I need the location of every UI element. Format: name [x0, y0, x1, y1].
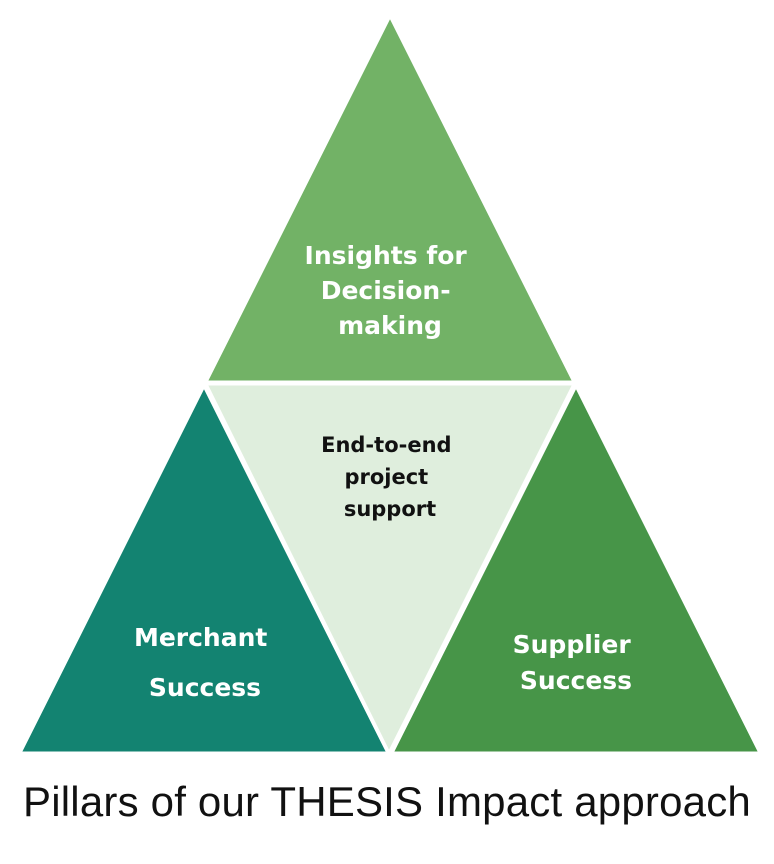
right-pillar-label-line: Supplier	[513, 630, 632, 659]
top-pillar-label: Insights for Decision- making	[305, 241, 476, 340]
right-pillar-label-line: Success	[520, 666, 632, 695]
left-pillar-label: Merchant Success	[134, 623, 276, 702]
top-pillar-label-line: Insights for	[305, 241, 468, 270]
top-pillar-label-line: Decision-	[321, 276, 451, 305]
top-pillar-triangle	[203, 12, 577, 384]
left-pillar-label-line: Merchant	[134, 623, 267, 652]
right-pillar-triangle	[389, 382, 763, 755]
diagram-caption: Pillars of our THESIS Impact approach	[23, 778, 751, 825]
center-pillar-label: End-to-end project support	[321, 433, 459, 521]
center-pillar-triangle	[203, 382, 577, 757]
center-pillar-label-line: End-to-end	[321, 433, 451, 457]
center-pillar-label-line: project	[344, 465, 428, 489]
left-pillar-label-line: Success	[149, 673, 261, 702]
right-pillar-label: Supplier Success	[513, 630, 640, 695]
left-pillar-triangle	[17, 382, 391, 755]
center-pillar-label-line: support	[344, 497, 436, 521]
top-pillar-label-line: making	[338, 311, 442, 340]
